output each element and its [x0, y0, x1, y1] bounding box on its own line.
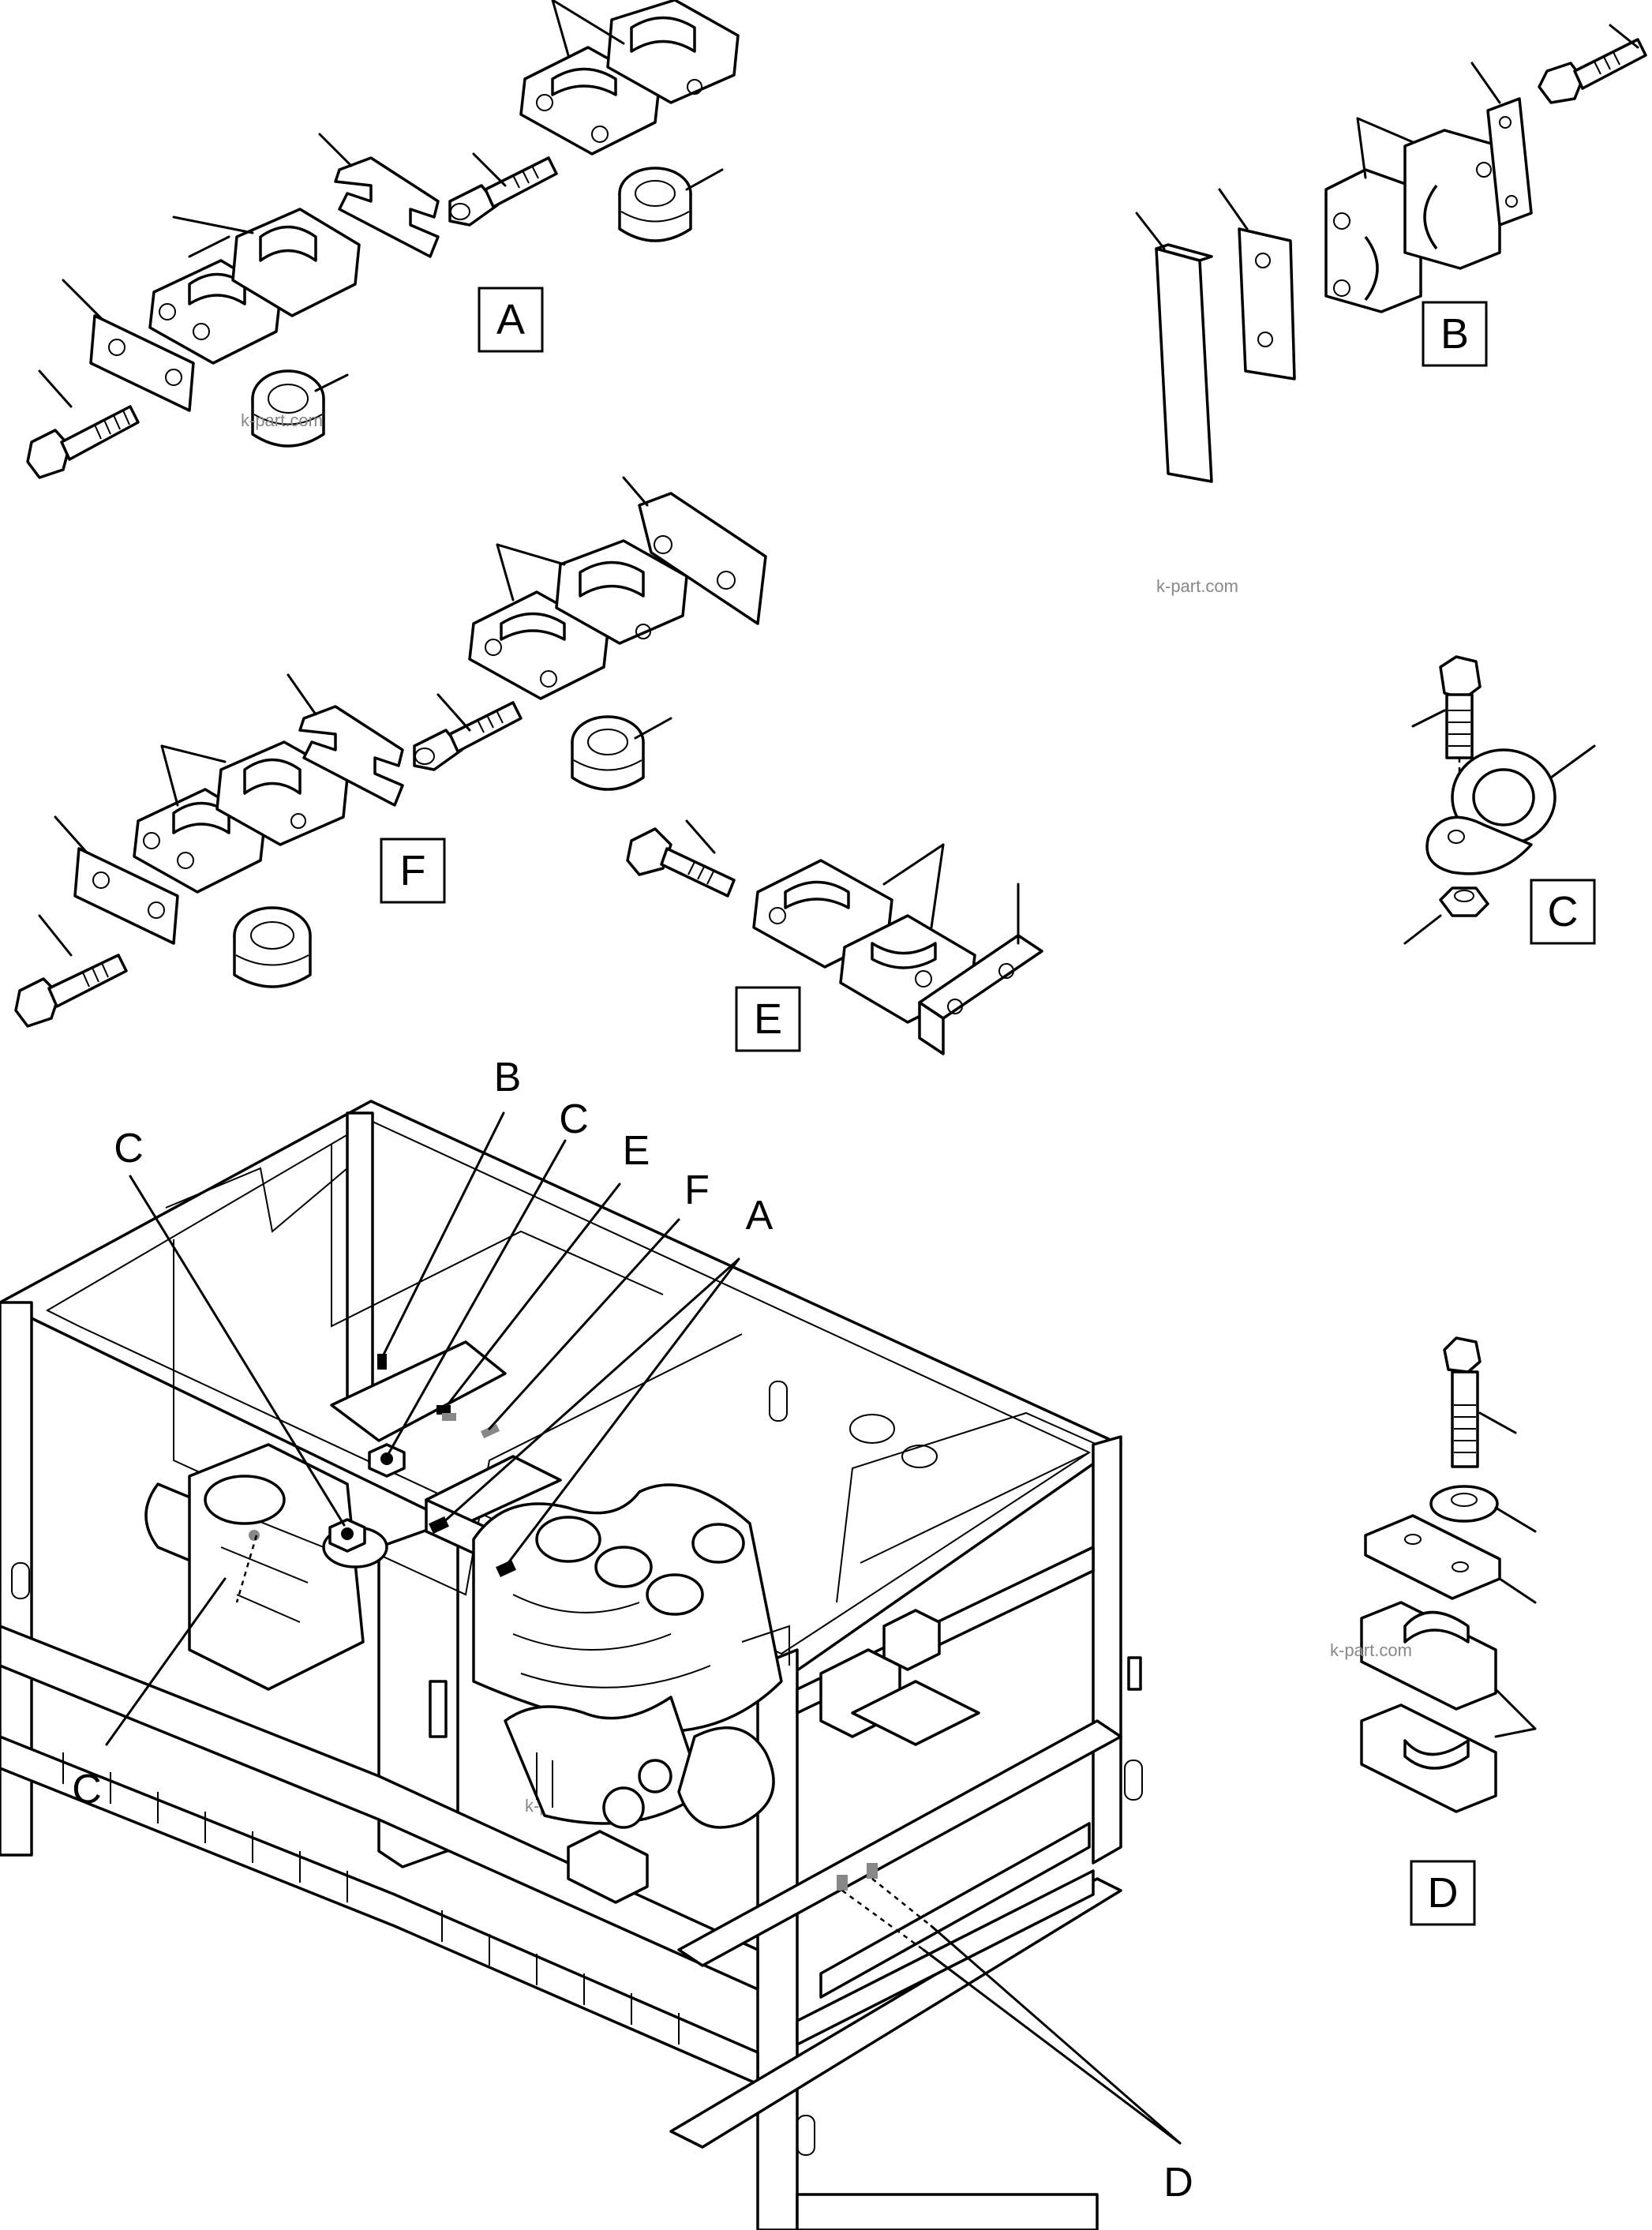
detail-f-spacer [413, 693, 523, 771]
callout-labels: C B C E F A C D [72, 1055, 1193, 2206]
svg-text:A: A [496, 296, 525, 343]
frame-assembly [0, 1100, 1143, 2230]
detail-f-top-plate [622, 476, 767, 625]
detail-b-clamp [1324, 117, 1501, 313]
detail-e-bolt [626, 819, 736, 898]
watermark-1: k-part.com [1156, 576, 1238, 596]
engine-block [144, 1340, 980, 1904]
detail-d-label: D [1410, 1860, 1476, 1926]
detail-e-label: E [735, 986, 801, 1052]
assembly-markers [235, 1354, 932, 1951]
svg-text:C: C [1548, 888, 1579, 935]
marker-a2 [496, 1560, 516, 1577]
detail-e: E [626, 819, 1043, 1055]
detail-d-washer [1429, 1485, 1537, 1533]
detail-a-bolt [26, 369, 140, 479]
detail-d: D [1360, 1336, 1537, 1926]
detail-b-thin-plate [1470, 62, 1533, 227]
detail-c-nut [1403, 886, 1489, 945]
detail-d-clamp [1360, 1601, 1537, 1813]
callout-a: A [746, 1193, 774, 1239]
svg-text:E: E [754, 995, 782, 1043]
marker-e [442, 1413, 456, 1421]
detail-f-label: F [380, 838, 446, 904]
svg-text:F: F [400, 847, 426, 894]
frame-bottom-rail [0, 1625, 759, 1991]
detail-f: F [14, 476, 767, 1028]
frame-front-post [756, 1648, 799, 2230]
detail-f-bolt [14, 914, 128, 1028]
detail-e-plate [918, 883, 1043, 1055]
callout-d: D [1163, 2160, 1193, 2206]
detail-b-label: B [1422, 301, 1488, 367]
detail-a-h-plate [318, 133, 440, 258]
marker-d1 [837, 1875, 848, 1891]
detail-d-bolt [1443, 1336, 1517, 1468]
marker-f [480, 1423, 500, 1439]
detail-c-pclip [1425, 744, 1596, 875]
callout-leaders [105, 1111, 1182, 2145]
watermark-3: k-part.com [241, 410, 323, 430]
detail-b-strip [1135, 212, 1213, 483]
detail-a-label: A [478, 287, 544, 353]
detail-c-label: C [1530, 879, 1596, 945]
detail-a-spacer [448, 152, 558, 227]
detail-d-plate [1364, 1514, 1537, 1604]
callout-b: B [494, 1055, 522, 1100]
detail-f-clamp-upper [468, 539, 688, 700]
detail-f-grommet [233, 906, 312, 988]
detail-c: C [1403, 655, 1596, 945]
detail-a-grommet-lower [251, 369, 349, 448]
callout-c-top-mid: C [559, 1096, 589, 1142]
marker-d2 [867, 1863, 878, 1879]
svg-text:B: B [1440, 310, 1469, 358]
callout-c-top-left: C [114, 1126, 144, 1171]
detail-a-plate [62, 279, 195, 412]
detail-c-bolt [1411, 655, 1482, 759]
marker-b [377, 1354, 387, 1370]
detail-a-clamp-upper [172, 208, 361, 317]
detail-a-top-clamp [519, 0, 740, 156]
detail-f-grommet-upper [571, 715, 672, 791]
detail-f-plate [54, 815, 179, 945]
detail-a-grommet-upper [618, 167, 724, 242]
detail-b: B [1135, 24, 1647, 483]
detail-b-bolt [1538, 24, 1647, 104]
callout-c-bottom-left: C [72, 1767, 102, 1812]
svg-text:D: D [1428, 1869, 1459, 1917]
detail-f-h-plate [287, 673, 404, 807]
detail-f-clamp-lower [133, 740, 349, 894]
detail-b-plate [1218, 188, 1296, 380]
watermark-2: k-part.com [1330, 1640, 1412, 1660]
callout-f: F [684, 1167, 710, 1213]
detail-a: A [26, 0, 740, 479]
callout-e: E [623, 1128, 650, 1174]
